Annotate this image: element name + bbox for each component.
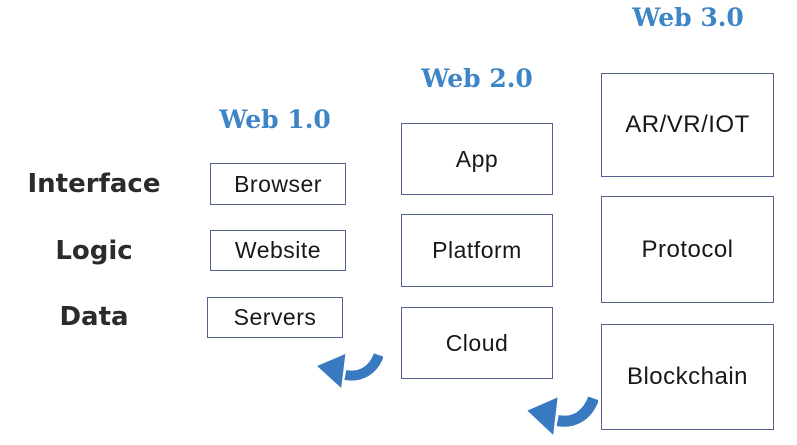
cloud-to-servers-curved-arrow-icon (314, 351, 383, 389)
box-web1-data-servers: Servers (207, 297, 343, 338)
column-header-web2: Web 2.0 (421, 64, 533, 93)
column-header-web3: Web 3.0 (632, 3, 744, 32)
row-label-interface: Interface (27, 169, 161, 199)
box-web3-interface-arvriot: AR/VR/IOT (601, 73, 774, 177)
box-web2-data-cloud: Cloud (401, 307, 553, 379)
column-header-web1: Web 1.0 (219, 105, 331, 134)
blockchain-to-cloud-curved-arrow-icon (524, 394, 598, 436)
box-web2-logic-platform: Platform (401, 214, 553, 287)
box-web1-logic-website: Website (210, 230, 346, 271)
row-label-data: Data (59, 302, 129, 332)
box-web2-interface-app: App (401, 123, 553, 195)
box-web3-logic-protocol: Protocol (601, 196, 774, 303)
row-label-logic: Logic (55, 236, 133, 266)
box-web1-interface-browser: Browser (210, 163, 346, 205)
box-web3-data-blockchain: Blockchain (601, 324, 774, 430)
